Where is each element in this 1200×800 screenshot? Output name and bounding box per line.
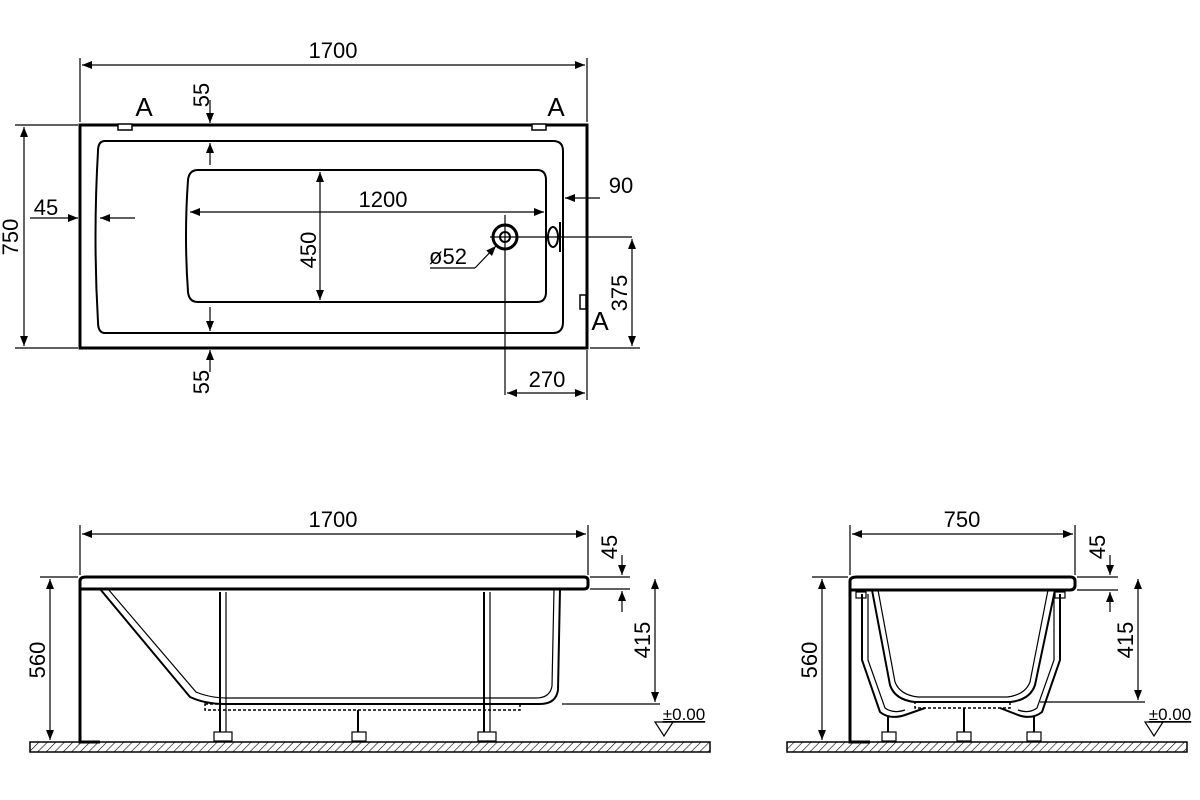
plan-rim-left-label: 45 — [34, 195, 58, 220]
end-width-label: 750 — [944, 507, 981, 532]
plan-rim-bottom-label: 55 — [189, 370, 214, 394]
side-tub-body — [99, 588, 561, 705]
drain-end-label: 270 — [529, 367, 566, 392]
section-mark-a-left-icon — [117, 123, 133, 131]
plan-width-label: 750 — [0, 219, 23, 256]
side-length-label: 1700 — [309, 507, 358, 532]
section-mark-a-right: A — [547, 92, 565, 122]
side-level-marker-icon — [653, 721, 675, 738]
side-depth-label: 415 — [630, 622, 655, 659]
end-view: 750 45 415 560 ±0.00 — [786, 507, 1191, 753]
plan-rim-top-label: 55 — [189, 83, 214, 107]
end-rim — [848, 575, 1077, 592]
end-height-label: 560 — [797, 642, 822, 679]
end-frame-legs — [855, 591, 1066, 742]
overflow-offset-label: 90 — [609, 173, 633, 198]
plan-length-label: 1700 — [309, 38, 358, 63]
section-mark-a-left: A — [135, 92, 153, 122]
overflow-icon — [547, 226, 559, 248]
side-floor-level-label: ±0.00 — [663, 705, 705, 724]
end-floor-level-label: ±0.00 — [1149, 705, 1191, 724]
plan-inner-bottom — [185, 169, 547, 303]
side-view: 1700 45 415 560 ±0.00 — [25, 507, 711, 753]
plan-inner-length-label: 1200 — [359, 187, 408, 212]
section-mark-a-side: A — [591, 306, 609, 336]
end-rim-thickness-label: 45 — [1085, 535, 1110, 559]
end-depth-label: 415 — [1113, 622, 1138, 659]
end-level-marker-icon — [1143, 721, 1165, 738]
drain-height-label: 375 — [607, 275, 632, 312]
drain-diameter-label: ø52 — [429, 244, 467, 269]
section-mark-a-side-icon — [579, 294, 587, 310]
plan-bowl-outline — [94, 140, 564, 334]
side-legs — [213, 592, 497, 742]
side-height-label: 560 — [25, 642, 50, 679]
side-floor — [29, 741, 711, 753]
end-tub-body — [871, 589, 1056, 703]
end-floor — [786, 741, 1188, 753]
side-rim — [78, 575, 590, 591]
side-rim-thickness-label: 45 — [597, 535, 622, 559]
plan-inner-width-label: 450 — [296, 232, 321, 269]
plan-view: 1700 750 45 1200 450 55 55 ø52 — [0, 38, 640, 400]
section-mark-a-right-icon — [531, 123, 547, 131]
